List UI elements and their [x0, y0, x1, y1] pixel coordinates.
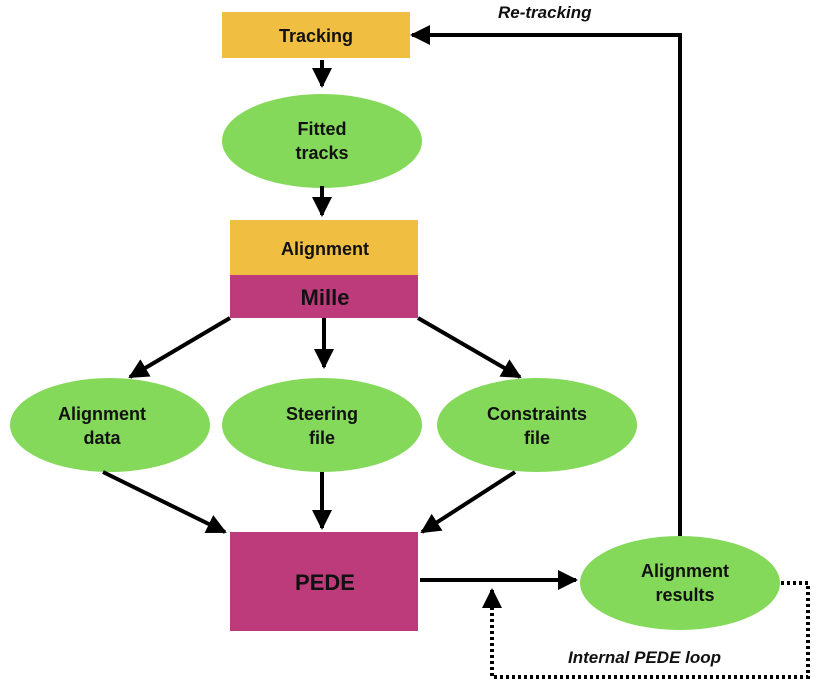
retracking-loop-arrow: [410, 25, 682, 536]
mille-label: Mille: [301, 285, 350, 310]
fitted-tracks-node: Fitted tracks: [222, 94, 422, 188]
alignment-data-ellipse: [10, 378, 210, 472]
arrow-constraints-to-pede: [420, 470, 517, 534]
arrow-mille-to-constraints: [416, 316, 522, 379]
alignment-results-ellipse: [580, 536, 780, 630]
constraints-file-ellipse: [437, 378, 637, 472]
mille-box: [230, 275, 418, 318]
arrow-alignment-data-to-pede: [102, 470, 227, 534]
alignment-data-line1: Alignment: [58, 404, 146, 424]
alignment-data-node: Alignment data: [10, 378, 210, 472]
alignment-mille-node: Alignment Mille: [230, 220, 418, 318]
fitted-tracks-line2: tracks: [295, 143, 348, 163]
internal-loop-label: Internal PEDE loop: [568, 648, 721, 667]
retracking-label: Re-tracking: [498, 3, 592, 22]
tracking-box: [222, 12, 410, 58]
steering-file-line1: Steering: [286, 404, 358, 424]
tracking-node: Tracking: [222, 12, 410, 58]
fitted-tracks-line1: Fitted: [298, 119, 347, 139]
steering-file-line2: file: [309, 428, 335, 448]
alignment-box: [230, 220, 418, 275]
fitted-tracks-ellipse: [222, 94, 422, 188]
internal-pede-loop-arrow: [482, 581, 810, 679]
pede-node: PEDE: [230, 532, 418, 631]
constraints-file-line1: Constraints: [487, 404, 587, 424]
alignment-results-line1: Alignment: [641, 561, 729, 581]
pede-label: PEDE: [295, 570, 355, 595]
alignment-label: Alignment: [281, 239, 369, 259]
alignment-results-line2: results: [655, 585, 714, 605]
arrow-mille-to-alignment-data: [128, 316, 232, 379]
tracking-label: Tracking: [279, 26, 353, 46]
constraints-file-node: Constraints file: [437, 378, 637, 472]
steering-file-ellipse: [222, 378, 422, 472]
pede-box: [230, 532, 418, 631]
steering-file-node: Steering file: [222, 378, 422, 472]
alignment-results-node: Alignment results: [580, 536, 780, 630]
alignment-data-line2: data: [83, 428, 121, 448]
constraints-file-line2: file: [524, 428, 550, 448]
